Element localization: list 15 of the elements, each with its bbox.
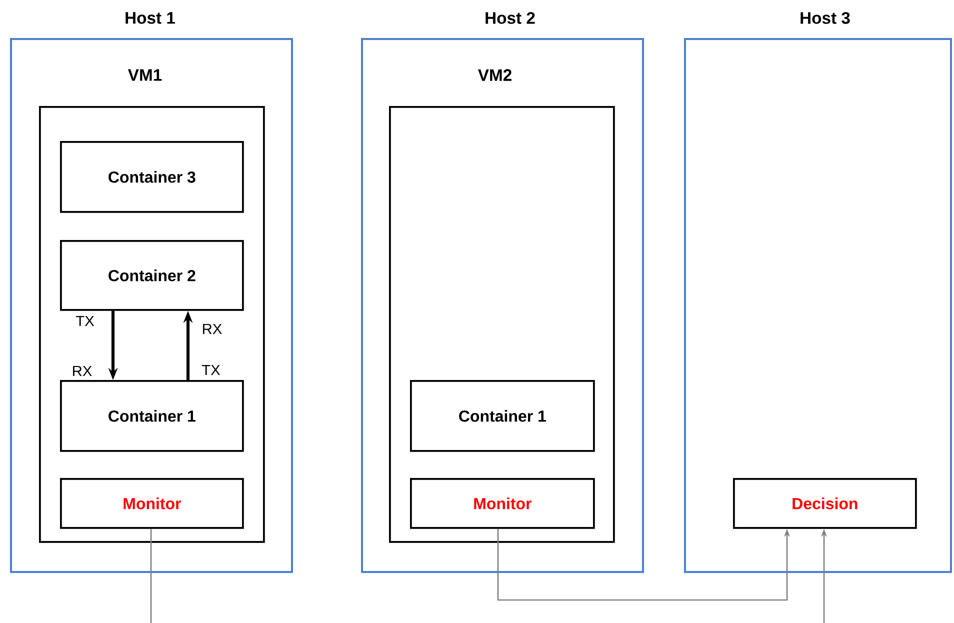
container-box: Container 1	[60, 380, 244, 452]
heading: VM1	[128, 69, 162, 81]
heading: VM2	[478, 69, 512, 81]
container-box: Container 1	[410, 380, 595, 452]
heading: Host 3	[800, 12, 850, 24]
connector-line	[150, 528, 152, 623]
port-label: TX	[202, 364, 220, 376]
component-box: Decision	[733, 478, 917, 529]
container-box: Container 3	[60, 141, 244, 213]
heading: Host 2	[486, 12, 535, 24]
component-box: Monitor	[410, 478, 595, 529]
container-box: Container 2	[60, 240, 244, 311]
component-box: Monitor	[60, 478, 244, 529]
port-label: RX	[203, 324, 222, 334]
heading: Host 1	[126, 12, 175, 24]
